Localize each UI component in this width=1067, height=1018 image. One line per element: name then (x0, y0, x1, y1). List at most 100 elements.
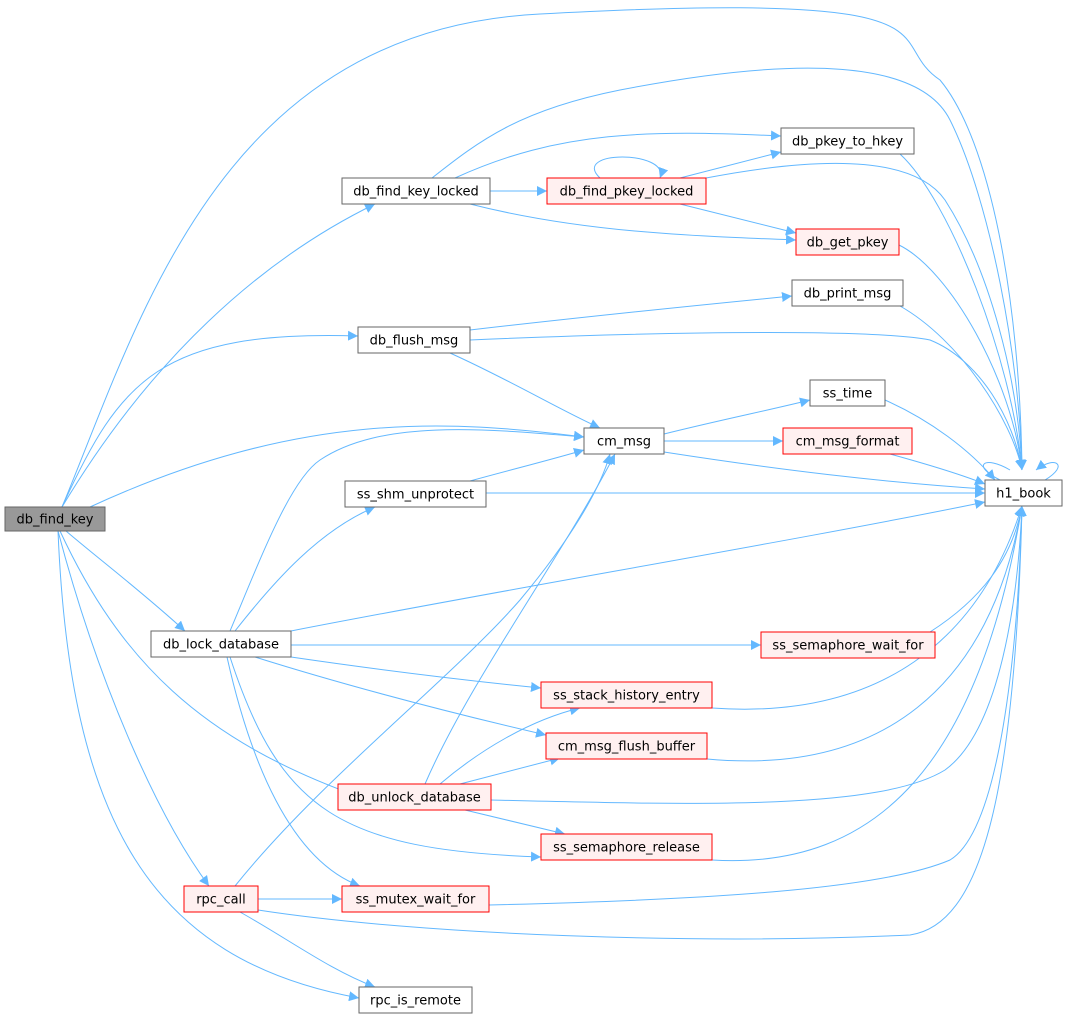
edge-line (705, 162, 1027, 471)
edge-line (488, 505, 1027, 906)
edge-line (229, 429, 585, 632)
edge-db_find_pkey_locked-to-db_get_pkey (679, 203, 797, 236)
edge-line (57, 530, 210, 887)
node-db-find-key-locked[interactable]: db_find_key_locked (341, 177, 491, 205)
node-label: db_find_key (17, 513, 94, 528)
edge-line (464, 809, 566, 837)
edge-db_find_key-to-db_find_key_locked (61, 203, 376, 508)
node-label: db_flush_msg (370, 334, 459, 349)
node-box (795, 228, 900, 256)
edge-db_find_key-to-db_lock_database (65, 530, 186, 632)
node-label: db_lock_database (163, 638, 279, 653)
edge-db_find_pkey_locked-to-db_pkey_to_hkey (679, 149, 782, 179)
edge-db_flush_msg-to-cm_msg (449, 352, 601, 429)
edge-line (663, 397, 811, 435)
edge-line (454, 130, 782, 179)
edge-line (61, 330, 359, 508)
node-label: cm_msg_flush_buffer (558, 740, 696, 755)
edge-line (469, 203, 797, 245)
edge-line (57, 530, 360, 1002)
edge-line (89, 425, 585, 508)
edge-line (899, 153, 1027, 471)
node-ss-semaphore-release[interactable]: ss_semaphore_release (540, 833, 713, 861)
node-box (358, 986, 473, 1014)
node-db-get-pkey[interactable]: db_get_pkey (795, 228, 900, 256)
node-rpc-call[interactable]: rpc_call (183, 885, 259, 913)
edge-db_lock_database-to-cm_msg_flush_buffer (254, 656, 547, 738)
node-db-find-pkey-locked[interactable]: db_find_pkey_locked (546, 177, 707, 205)
node-ss-stack-history-entry[interactable]: ss_stack_history_entry (540, 681, 713, 709)
node-label: ss_shm_unprotect (357, 488, 474, 503)
node-h1-book[interactable]: h1_book (984, 479, 1063, 507)
edge-db_pkey_to_hkey-to-h1_book (899, 153, 1027, 471)
node-label: ss_stack_history_entry (553, 689, 700, 704)
node-db-print-msg[interactable]: db_print_msg (791, 279, 904, 307)
node-label: ss_time (823, 387, 872, 402)
node-label: db_print_msg (804, 287, 892, 302)
node-label: cm_msg (597, 435, 651, 450)
node-ss-mutex-wait-for[interactable]: ss_mutex_wait_for (341, 885, 490, 913)
edge-db_find_key-to-rpc_call (57, 530, 210, 887)
node-cm-msg-flush-buffer[interactable]: cm_msg_flush_buffer (545, 732, 708, 760)
edges-layer (57, 7, 1059, 1002)
node-db-lock-database[interactable]: db_lock_database (150, 630, 292, 658)
edge-line (469, 332, 1026, 471)
node-box (984, 479, 1063, 507)
node-db-unlock-database[interactable]: db_unlock_database (337, 783, 492, 811)
node-ss-time[interactable]: ss_time (809, 379, 886, 407)
edge-line (898, 244, 1026, 471)
node-box (583, 427, 665, 455)
node-db-find-key[interactable]: db_find_key (4, 506, 106, 532)
nodes-layer: db_find_key db_find_key_locked db_flush_ms… (4, 127, 1063, 1014)
edge-db_get_pkey-to-h1_book (898, 244, 1026, 471)
edge-line (469, 448, 585, 482)
edge-line (490, 505, 1027, 804)
edge-ss_semaphore_release-to-h1_book (711, 505, 1026, 862)
edge-line (239, 911, 376, 989)
edge-rpc_call-to-h1_book (257, 505, 1027, 940)
edge-ss_shm_unprotect-to-cm_msg (469, 448, 585, 482)
edge-line (706, 505, 1026, 762)
edge-line (234, 453, 613, 887)
node-box (540, 681, 713, 709)
node-db-flush-msg[interactable]: db_flush_msg (357, 326, 471, 354)
node-label: h1_book (996, 487, 1051, 502)
node-label: ss_mutex_wait_for (356, 893, 476, 908)
node-box (4, 506, 106, 532)
edge-db_print_msg-to-h1_book (899, 305, 1025, 471)
edge-db_lock_database-to-ss_semaphore_release (229, 656, 542, 862)
edge-cm_msg_format-to-h1_book (889, 453, 986, 485)
edge-line (711, 505, 1026, 862)
edge-db_flush_msg-to-h1_book (469, 332, 1026, 471)
edge-line (234, 506, 376, 632)
node-db-pkey-to-hkey[interactable]: db_pkey_to_hkey (780, 127, 915, 155)
edge-line (226, 656, 361, 888)
node-cm-msg[interactable]: cm_msg (583, 427, 665, 455)
edge-db_find_key_locked-to-db_pkey_to_hkey (454, 130, 782, 179)
edge-cm_msg-to-ss_time (663, 397, 811, 435)
edge-line (711, 505, 1024, 710)
edge-line (439, 705, 581, 785)
node-ss-semaphore-wait-for[interactable]: ss_semaphore_wait_for (760, 631, 936, 659)
edge-line (65, 530, 186, 632)
node-label: rpc_call (196, 893, 246, 908)
edge-line (593, 156, 669, 179)
node-box (540, 833, 713, 861)
edge-line (679, 203, 797, 236)
edge-line (663, 451, 986, 494)
node-label: rpc_is_remote (370, 994, 461, 1009)
edge-line (290, 499, 986, 632)
edge-db_find_key-to-db_flush_msg (61, 330, 359, 508)
node-ss-shm-unprotect[interactable]: ss_shm_unprotect (344, 480, 487, 508)
node-rpc-is-remote[interactable]: rpc_is_remote (358, 986, 473, 1014)
node-cm-msg-format[interactable]: cm_msg_format (782, 427, 913, 455)
edge-db_unlock_database-to-cm_msg (424, 453, 616, 785)
edge-db_unlock_database-to-cm_msg_flush_buffer (459, 755, 561, 785)
node-box (780, 127, 915, 155)
edge-line (59, 530, 361, 799)
edge-ss_mutex_wait_for-to-h1_book (488, 505, 1027, 906)
edge-rpc_call-to-rpc_is_remote (239, 911, 376, 989)
edge-db_unlock_database-to-ss_semaphore_release (464, 809, 566, 837)
edge-line (290, 656, 542, 692)
